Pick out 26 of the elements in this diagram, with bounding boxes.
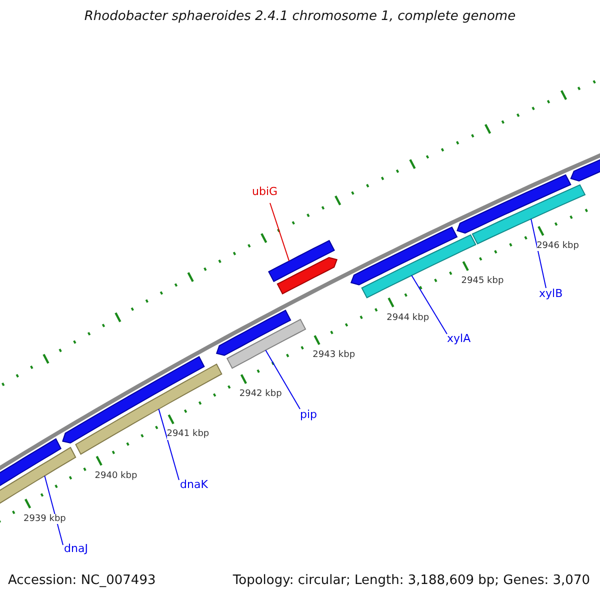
- tick-label: 2943 kbp: [312, 350, 356, 361]
- gene-label: pip: [300, 409, 318, 422]
- title: Rhodobacter sphaeroides 2.4.1 chromosome 1, complete genome: [83, 10, 517, 25]
- gene-label: ubiG: [252, 186, 278, 199]
- leader-line: [270, 202, 290, 262]
- tick-label: 2939 kbp: [23, 514, 66, 524]
- leader-line: [530, 218, 546, 288]
- leader-line: [265, 350, 300, 410]
- footer-text: Topology: circular; Length: 3,188,609 bp; Genes: 3,070: [232, 574, 590, 589]
- tick-label: 2945 kbp: [461, 276, 504, 287]
- gene-label: dnaK: [180, 479, 208, 492]
- leader-line: [44, 475, 64, 546]
- leader-line: [158, 408, 180, 480]
- gene-label: xylB: [539, 288, 563, 301]
- tick-label: 2946 kbp: [536, 241, 579, 252]
- tick-label: 2940 kbp: [94, 470, 138, 482]
- gene-label: xylA: [447, 333, 471, 346]
- gene-bar: [268, 240, 335, 282]
- gene-bar: [75, 364, 222, 455]
- gene-bar: [226, 318, 306, 369]
- tick-label: 2942 kbp: [239, 389, 282, 400]
- footer-text: Accession: NC_007493: [8, 574, 156, 589]
- leader-line: [411, 274, 448, 334]
- tick-label: 2941 kbp: [166, 429, 210, 440]
- gene-label: dnaJ: [64, 543, 88, 556]
- gene-bar: [0, 446, 76, 506]
